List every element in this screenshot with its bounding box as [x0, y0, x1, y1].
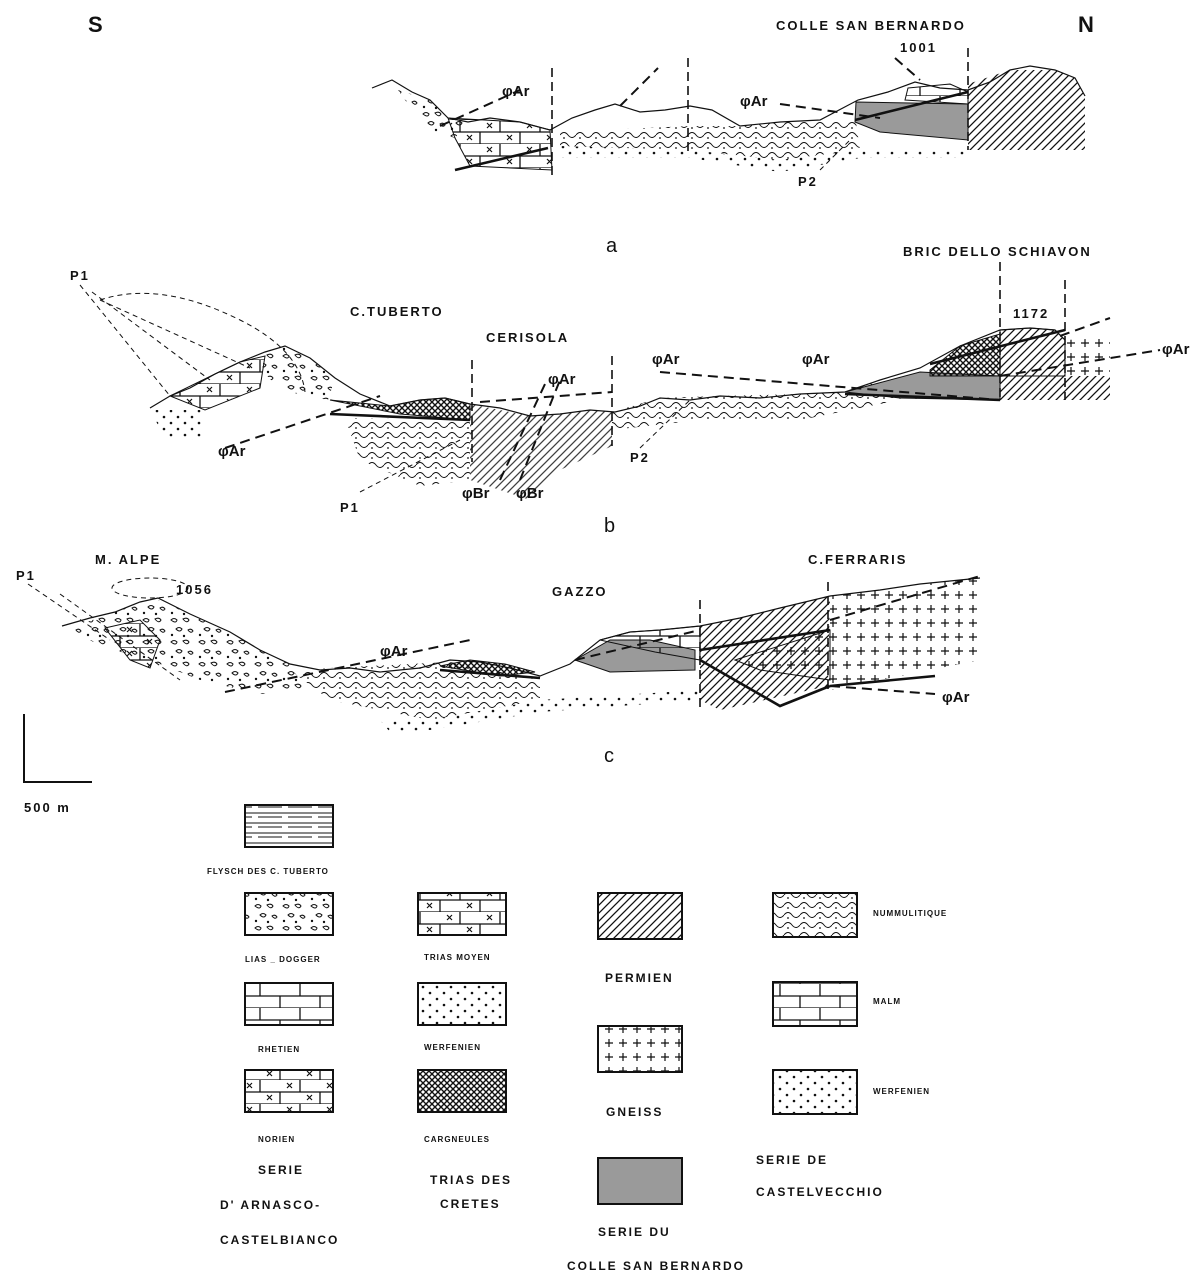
section-b-label-phi-5: φAr [1162, 341, 1190, 358]
section-a-label-p2: P2 [798, 174, 818, 189]
legend-swatch-lias-dogger [244, 892, 334, 936]
section-c-label-p1: P1 [16, 568, 36, 583]
section-b-letter: b [604, 515, 615, 537]
cross-section-a: COLLE SAN BERNARDO 1001 φAr φAr P2 a [371, 18, 1086, 257]
legend-label-malm: MALM [873, 997, 901, 1006]
legend-label-cargneules: CARGNEULES [424, 1135, 490, 1144]
section-b-label-p1-top: P1 [70, 268, 90, 283]
section-b-label-phi-4: φAr [802, 351, 830, 368]
section-b-peak-elevation: 1172 [1013, 306, 1049, 321]
legend-label-flysch: FLYSCH DES C. TUBERTO [207, 867, 329, 876]
legend-swatch-colle-san-bernardo [597, 1157, 683, 1205]
legend-swatch-permien [597, 892, 683, 940]
legend-swatch-werfenien-2 [772, 1069, 858, 1115]
legend-label-nummulitique: NUMMULITIQUE [873, 909, 947, 918]
legend-group-bernardo-line1: SERIE DU [598, 1225, 671, 1239]
section-c-letter: c [604, 745, 614, 767]
legend-group-castelvecchio-line2: CASTELVECCHIO [756, 1185, 884, 1199]
legend-label-werfenien-1: WERFENIEN [424, 1043, 481, 1052]
scale-bar-label: 500 m [24, 800, 71, 815]
section-b-label-p1-bottom: P1 [340, 500, 360, 515]
north-label: N [1078, 12, 1094, 37]
south-label: S [88, 12, 103, 37]
section-b-peak-name: BRIC DELLO SCHIAVON [903, 244, 1092, 259]
legend-group-trias-line1: TRIAS DES [430, 1173, 512, 1187]
section-b-label-p2: P2 [630, 450, 650, 465]
section-c-place-alpe: M. ALPE [95, 552, 161, 567]
section-b-place-cerisola: CERISOLA [486, 330, 569, 345]
legend-label-gneiss: GNEISS [606, 1105, 663, 1119]
legend-swatch-norien [244, 1069, 334, 1113]
legend-swatch-trias-moyen [417, 892, 507, 936]
legend-label-permien: PERMIEN [605, 971, 674, 985]
cross-section-c: M. ALPE 1056 GAZZO C.FERRARIS P1 φAr φAr… [16, 552, 981, 767]
section-b-place-tuberto: C.TUBERTO [350, 304, 444, 319]
section-a-peak-name: COLLE SAN BERNARDO [776, 18, 966, 33]
legend-group-trias-line2: CRETES [440, 1197, 501, 1211]
section-b-label-phi-3: φAr [652, 351, 680, 368]
section-c-label-phi-1: φAr [380, 643, 408, 660]
legend-swatch-cargneules [417, 1069, 507, 1113]
section-c-peak-elevation: 1056 [176, 582, 213, 597]
section-c-place-ferraris: C.FERRARIS [808, 552, 907, 567]
legend-label-lias-dogger: LIAS _ DOGGER [245, 955, 321, 964]
section-b-label-phi-2: φAr [548, 371, 576, 388]
legend-group-arnasco-line1: SERIE [258, 1163, 304, 1177]
legend-swatch-nummulitique [772, 892, 858, 938]
section-a-letter: a [606, 235, 618, 257]
legend-group-castelvecchio-line1: SERIE DE [756, 1153, 828, 1167]
legend-label-rhetien: RHETIEN [258, 1045, 300, 1054]
section-a-label-phi-1: φAr [502, 83, 530, 100]
legend: FLYSCH DES C. TUBERTO LIAS _ DOGGER RHET… [207, 804, 947, 1273]
legend-group-arnasco-line3: CASTELBIANCO [220, 1233, 339, 1247]
legend-swatch-rhetien [244, 982, 334, 1026]
legend-label-trias-moyen: TRIAS MOYEN [424, 953, 491, 962]
legend-label-norien: NORIEN [258, 1135, 295, 1144]
section-c-place-gazzo: GAZZO [552, 584, 608, 599]
cross-section-b: BRIC DELLO SCHIAVON 1172 C.TUBERTO CERIS… [70, 244, 1190, 537]
section-b-label-phi-1: φAr [218, 443, 246, 460]
legend-swatch-gneiss [597, 1025, 683, 1073]
section-a-peak-elevation: 1001 [900, 40, 937, 55]
legend-label-werfenien-2: WERFENIEN [873, 1087, 930, 1096]
section-c-label-phi-2: φAr [942, 689, 970, 706]
legend-swatch-werfenien-1 [417, 982, 507, 1026]
legend-group-arnasco-line2: D' ARNASCO- [220, 1198, 321, 1212]
scale-bar: 500 m [23, 714, 92, 815]
section-b-label-phib-2: φBr [516, 485, 544, 502]
section-a-label-phi-2: φAr [740, 93, 768, 110]
legend-group-bernardo-line2: COLLE SAN BERNARDO [567, 1259, 745, 1273]
legend-swatch-flysch [244, 804, 334, 848]
section-b-label-phib-1: φBr [462, 485, 490, 502]
legend-swatch-malm [772, 981, 858, 1027]
